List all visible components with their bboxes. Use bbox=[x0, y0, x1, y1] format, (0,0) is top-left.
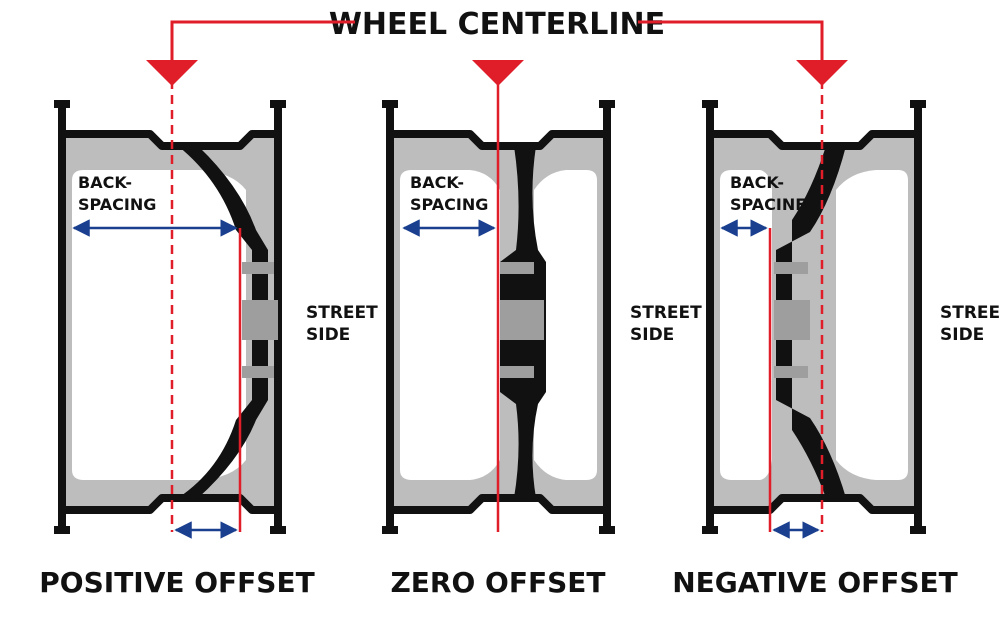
caption-positive-offset: POSITIVE OFFSET bbox=[39, 566, 314, 599]
centerline-marker-positive bbox=[146, 60, 198, 86]
lug-lower-negative bbox=[774, 366, 808, 378]
rim-cavity-zero-right bbox=[534, 170, 597, 480]
backspacing-label-2-negative: SPACINE bbox=[730, 195, 806, 214]
connector-left bbox=[170, 20, 355, 64]
panel-positive-offset: BACK- SPACING STREET SIDE POSITIVE OFFSE… bbox=[39, 60, 378, 599]
backspacing-label-2-positive: SPACING bbox=[78, 195, 156, 214]
hub-negative bbox=[774, 300, 810, 340]
street-side-label-2-negative: SIDE bbox=[940, 325, 984, 345]
centerline-marker-negative bbox=[796, 60, 848, 86]
panel-zero-offset: BACK- SPACING STREET SIDE ZERO OFFSET bbox=[382, 60, 702, 599]
backspacing-label-1-positive: BACK- bbox=[78, 173, 132, 192]
rim-cavity-negative-left bbox=[720, 170, 772, 480]
street-side-label-1-positive: STREET bbox=[306, 303, 378, 323]
caption-zero-offset: ZERO OFFSET bbox=[391, 566, 606, 599]
backspacing-label-1-zero: BACK- bbox=[410, 173, 464, 192]
street-side-label-1-zero: STREET bbox=[630, 303, 702, 323]
street-side-label-2-positive: SIDE bbox=[306, 325, 350, 345]
centerline-marker-zero bbox=[472, 60, 524, 86]
caption-negative-offset: NEGATIVE OFFSET bbox=[672, 566, 958, 599]
rim-cavity-zero-left bbox=[400, 170, 500, 480]
diagram-title: WHEEL CENTERLINE bbox=[329, 7, 665, 42]
lug-lower-zero bbox=[500, 366, 534, 378]
lug-upper-positive bbox=[242, 262, 274, 274]
rim-outline-zero bbox=[382, 100, 615, 534]
hub-zero bbox=[500, 300, 544, 340]
street-side-label-1-negative: STREET bbox=[940, 303, 1000, 323]
rim-cavity-negative-right bbox=[836, 170, 908, 480]
lug-upper-negative bbox=[774, 262, 808, 274]
centerline-connectors bbox=[170, 20, 824, 64]
backspacing-label-2-zero: SPACING bbox=[410, 195, 488, 214]
lug-lower-positive bbox=[242, 366, 274, 378]
spoke-disc-positive bbox=[178, 146, 268, 498]
backspacing-label-1-negative: BACK- bbox=[730, 173, 784, 192]
hub-positive bbox=[242, 300, 278, 340]
rim-cavity-positive bbox=[72, 170, 246, 480]
connector-right bbox=[638, 20, 824, 64]
lug-upper-zero bbox=[500, 262, 534, 274]
spoke-disc-negative bbox=[776, 146, 846, 498]
panel-negative-offset: BACK- SPACINE STREET SIDE NEGATIVE OFFSE… bbox=[672, 60, 1000, 599]
street-side-label-2-zero: SIDE bbox=[630, 325, 674, 345]
